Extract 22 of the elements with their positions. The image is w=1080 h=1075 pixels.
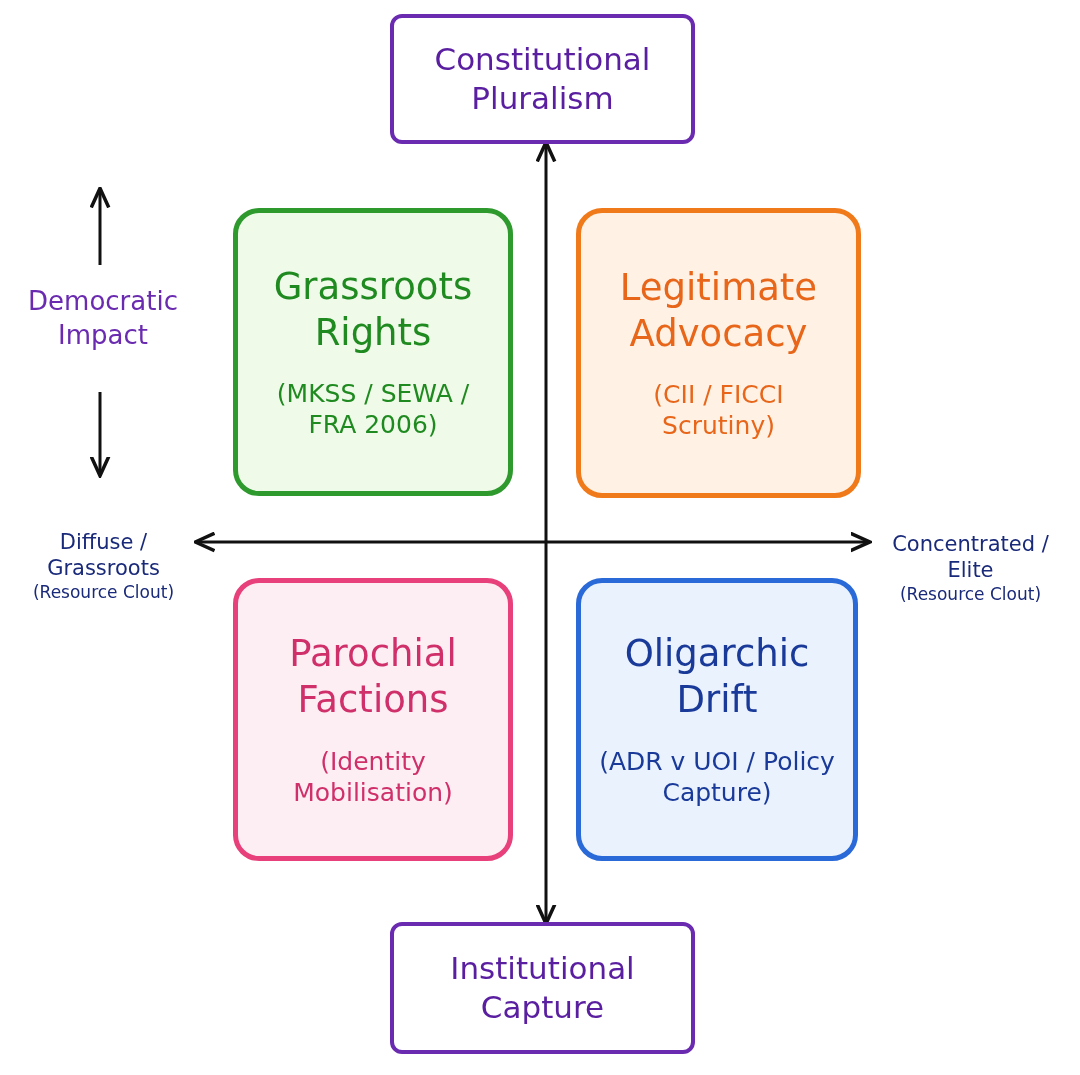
- pole-box: [390, 922, 695, 1054]
- axis-label: Concentrated / Elite: [891, 531, 1050, 584]
- axis-note: (Resource Clout): [31, 581, 176, 603]
- quadrant-box: [576, 578, 858, 861]
- quadrant-box: [233, 578, 513, 861]
- node-title: Parochial Factions: [288, 631, 458, 724]
- quadrant-box: [233, 208, 513, 496]
- node-title: Grassroots Rights: [272, 263, 474, 356]
- axis-note: (Resource Clout): [898, 583, 1043, 605]
- node-subtitle: (ADR v UOI / Policy Capture): [598, 745, 836, 808]
- pole-box: [390, 14, 695, 144]
- node-title: Oligarchic Drift: [623, 631, 811, 724]
- node-subtitle: (MKSS / SEWA / FRA 2006): [275, 378, 471, 441]
- node-subtitle: (Identity Mobilisation): [292, 745, 454, 808]
- node-title: Constitutional Pluralism: [433, 40, 652, 118]
- axis-label: Diffuse / Grassroots: [46, 529, 161, 582]
- axis-arrow: [193, 531, 872, 553]
- node-title: Institutional Capture: [449, 949, 636, 1027]
- node-title: Legitimate Advocacy: [618, 264, 819, 357]
- axis-label: Democratic Impact: [27, 285, 179, 352]
- quadrant-box: [576, 208, 861, 498]
- node-subtitle: (CII / FICCI Scrutiny): [652, 379, 785, 442]
